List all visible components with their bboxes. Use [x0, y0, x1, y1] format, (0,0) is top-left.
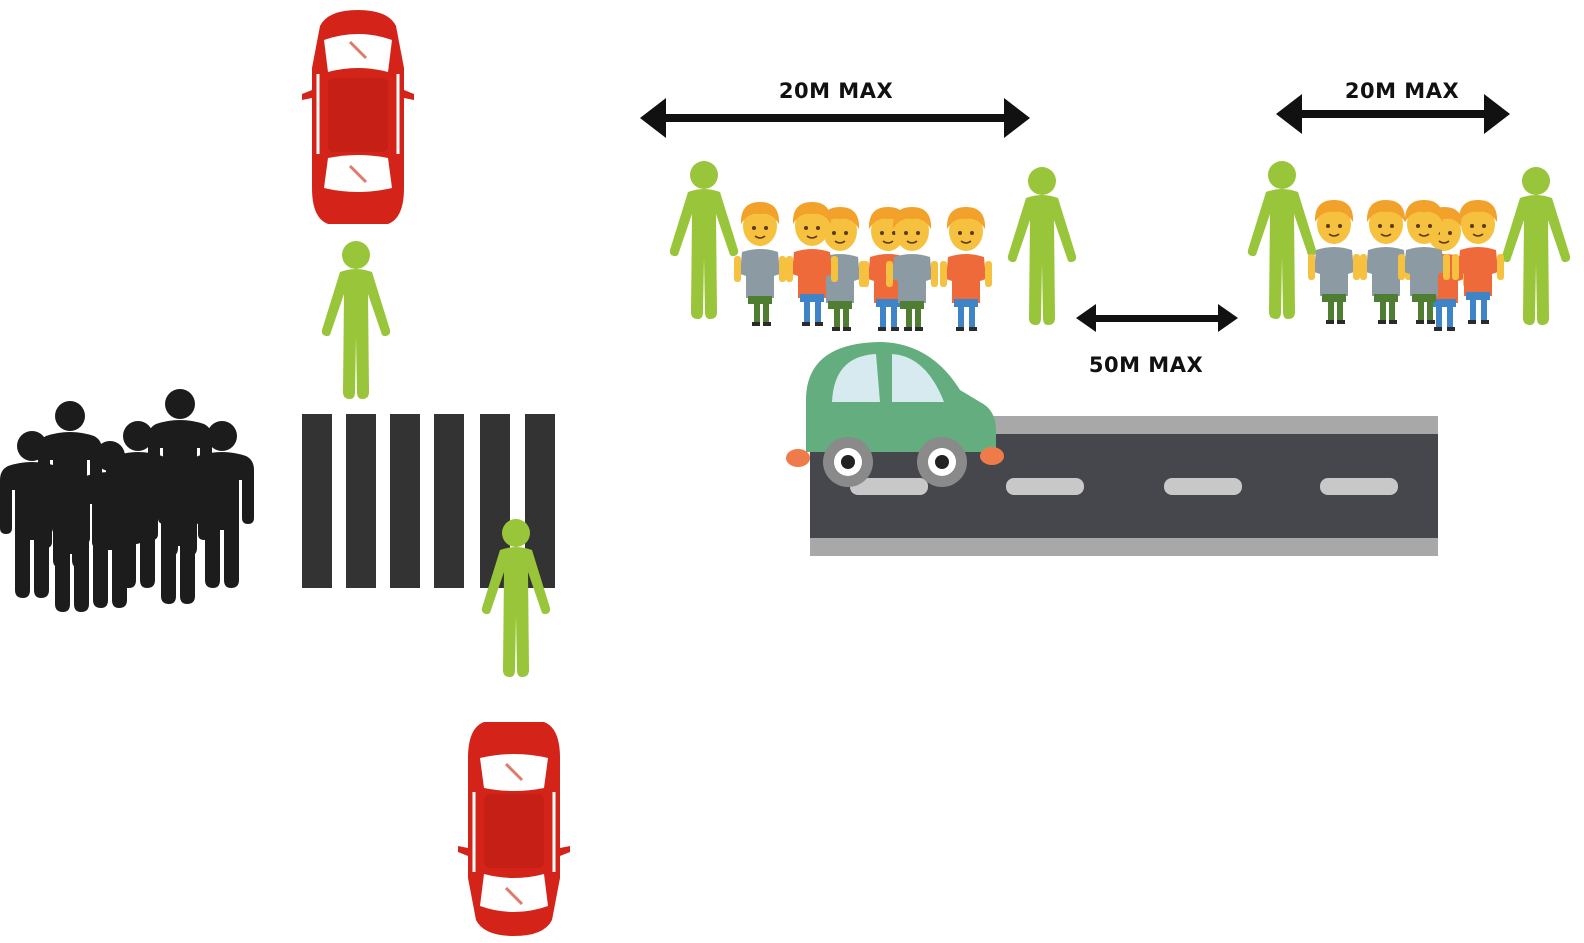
span-arrow-left [640, 98, 1030, 138]
child-icon [734, 202, 992, 331]
red-car-bottom [458, 722, 570, 936]
gap-label: 50M MAX [1089, 353, 1203, 377]
marshal-person-icon [1248, 161, 1570, 325]
child-icon [1308, 200, 1504, 331]
gap-arrow [1076, 304, 1238, 332]
walking-group-right [1248, 161, 1570, 331]
red-car-top [302, 10, 414, 224]
crowd-icon [0, 389, 254, 612]
span-label-left: 20M MAX [779, 79, 893, 103]
walking-group-left [670, 161, 1076, 331]
span-label-right: 20M MAX [1345, 79, 1459, 103]
marshal-person-icon [670, 161, 1076, 325]
